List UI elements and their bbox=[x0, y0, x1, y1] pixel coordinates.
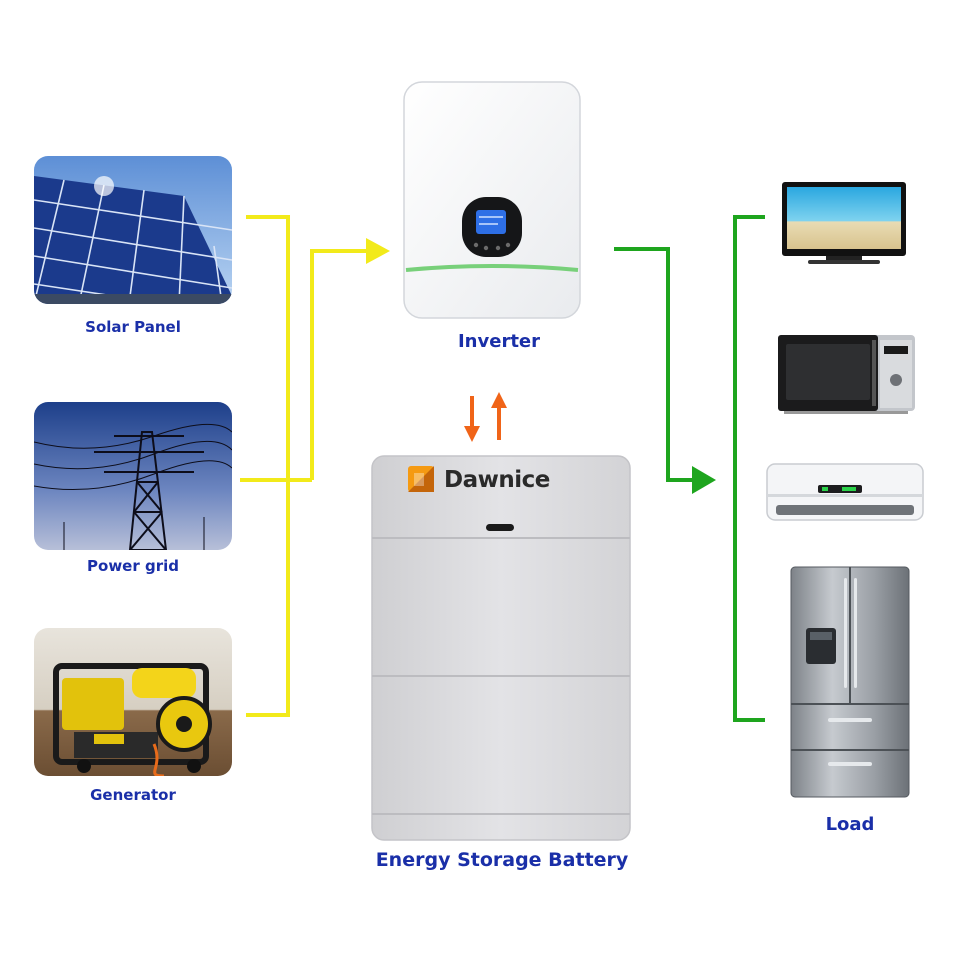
load-label: Load bbox=[825, 814, 875, 835]
power-grid-label: Power grid bbox=[87, 557, 179, 575]
battery-image bbox=[371, 455, 631, 841]
arrow-to-load-icon bbox=[692, 466, 716, 494]
load-connector-lines bbox=[614, 215, 765, 722]
battery-brand: Dawnice bbox=[444, 467, 550, 493]
source-connector-lines bbox=[240, 215, 370, 717]
inverter-output-line bbox=[614, 247, 694, 482]
source-bus-line bbox=[246, 215, 290, 717]
solar-panel-image bbox=[34, 156, 232, 304]
refrigerator-image bbox=[790, 566, 910, 798]
arrow-down-icon bbox=[464, 426, 480, 442]
microwave-image bbox=[778, 335, 915, 414]
generator-label: Generator bbox=[90, 786, 176, 804]
generator-image bbox=[34, 628, 232, 776]
battery-label: Energy Storage Battery bbox=[375, 849, 629, 871]
tv-image bbox=[782, 182, 906, 264]
inverter-image bbox=[403, 81, 581, 319]
dawnice-logo-icon bbox=[408, 466, 434, 492]
solar-panel-label: Solar Panel bbox=[85, 318, 181, 336]
inverter-led-strip bbox=[405, 264, 579, 272]
inverter-label: Inverter bbox=[457, 331, 541, 352]
inverter-feed-line bbox=[310, 249, 370, 480]
arrow-up-icon bbox=[491, 392, 507, 408]
charge-discharge-arrows bbox=[464, 392, 507, 442]
arrow-to-inverter-icon bbox=[366, 238, 390, 264]
battery-indicator bbox=[486, 524, 514, 531]
power-grid-image bbox=[34, 402, 232, 550]
air-conditioner-image bbox=[766, 463, 924, 521]
load-bus-line bbox=[733, 215, 765, 722]
